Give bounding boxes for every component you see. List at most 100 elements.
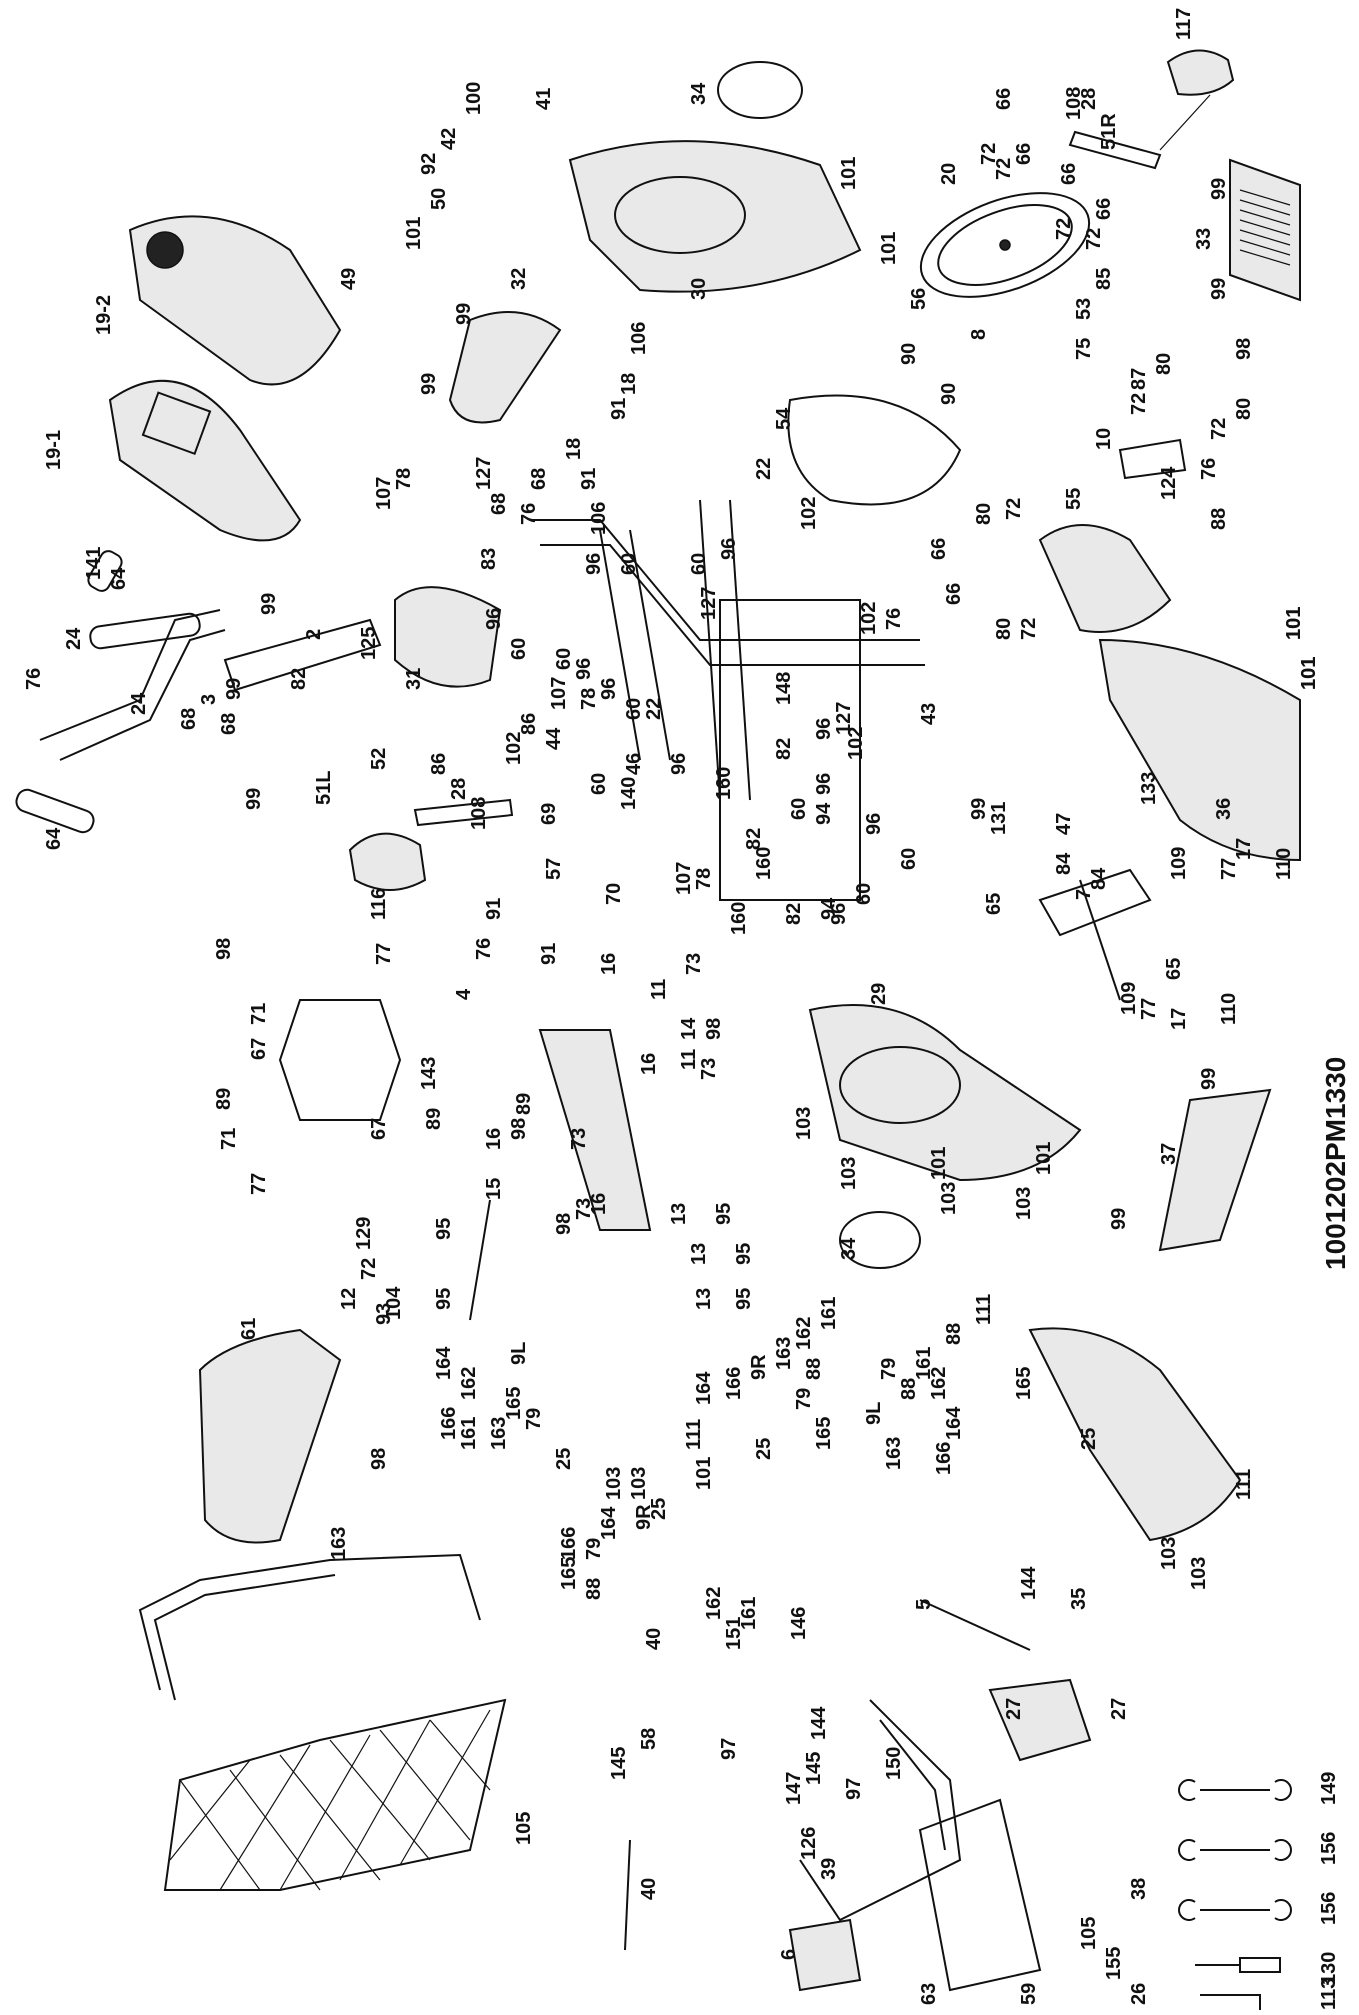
callout-label: 68 — [528, 468, 550, 490]
callout-label: 39 — [818, 1858, 840, 1880]
callout-label: 68 — [178, 708, 200, 730]
callout-label: 78 — [578, 688, 600, 710]
callout-label: 94 — [813, 802, 835, 825]
callout-label: 103 — [628, 1467, 650, 1500]
callout-label: 2 — [303, 629, 325, 640]
callout-label: 96 — [483, 608, 505, 630]
callout-label: 76 — [23, 668, 45, 690]
callout-label: 88 — [898, 1378, 920, 1400]
seat-61 — [198, 1328, 342, 1544]
callout-label: 22 — [753, 458, 775, 480]
callout-label: 116 — [368, 888, 390, 920]
callout-label: 88 — [1208, 508, 1230, 530]
callout-label: 95 — [713, 1203, 735, 1225]
callout-label: 98 — [1233, 338, 1255, 360]
seat-bracket-4 — [278, 999, 402, 1121]
callout-label: 99 — [223, 678, 245, 700]
callout-label: 18 — [563, 438, 585, 460]
callout-label: 13 — [668, 1203, 690, 1225]
callout-label: 145 — [608, 1747, 630, 1780]
flywheel-55 — [1038, 524, 1172, 633]
mesh-63 — [163, 1698, 507, 1891]
callout-label: 110 — [1273, 848, 1295, 880]
callout-label: 95 — [433, 1218, 455, 1240]
callout-label: 22 — [643, 698, 665, 720]
callout-label: 163 — [773, 1337, 795, 1370]
callout-label: 164 — [693, 1371, 715, 1405]
callout-label: 151 — [723, 1617, 745, 1650]
callout-label: 99 — [1108, 1208, 1130, 1230]
callout-label: 148 — [773, 672, 795, 705]
callout-label: 89 — [423, 1108, 445, 1130]
callout-label: 126 — [798, 1827, 820, 1860]
callout-label: 129 — [353, 1217, 375, 1250]
callout-label: 87 — [1128, 368, 1150, 390]
callout-label: 101 — [693, 1457, 715, 1490]
callout-label: 127 — [833, 702, 855, 735]
callout-label: 60 — [588, 773, 610, 795]
callout-label: 106 — [628, 322, 650, 355]
callout-label: 140 — [618, 777, 640, 810]
callout-label: 72 — [1053, 218, 1075, 240]
callout-label: 101 — [928, 1147, 950, 1180]
callout-label: 99 — [1198, 1068, 1220, 1090]
callout-label: 73 — [568, 1128, 590, 1150]
callout-label: 66 — [1013, 143, 1035, 165]
callout-label: 162 — [703, 1587, 725, 1620]
callout-label: 32 — [508, 268, 530, 290]
callout-label: 50 — [428, 188, 450, 210]
callout-label: 99 — [968, 798, 990, 820]
grip-141 — [87, 550, 123, 592]
callout-label: 66 — [943, 583, 965, 605]
callout-label: 47 — [1053, 813, 1075, 835]
callout-label: 113 — [1318, 1978, 1340, 2010]
callout-label: 78 — [693, 868, 715, 890]
callout-label: 101 — [1298, 657, 1320, 690]
callout-label: 79 — [878, 1358, 900, 1380]
callout-label: 9L — [508, 1342, 530, 1365]
callout-label: 127 — [698, 587, 720, 620]
callout-label: 91 — [538, 943, 560, 965]
callout-label: 149 — [1318, 1772, 1340, 1805]
callout-label: 95 — [433, 1288, 455, 1310]
callout-label: 161 — [738, 1597, 760, 1630]
callout-label: 37 — [1158, 1143, 1180, 1165]
callout-label: 98 — [213, 938, 235, 960]
disc-34-top — [717, 61, 803, 119]
part-drawings — [15, 49, 1301, 2010]
callout-label: 91 — [483, 898, 505, 920]
callout-label: 72 — [1128, 393, 1150, 415]
callout-label: 104 — [383, 1286, 405, 1320]
callout-label: 155 — [1103, 1947, 1125, 1980]
callout-label: 95 — [733, 1243, 755, 1265]
callout-label: 4 — [453, 988, 475, 1000]
callout-label: 40 — [638, 1878, 660, 1900]
callout-label: 12 — [338, 1288, 360, 1310]
callout-label: 36 — [1213, 798, 1235, 820]
callout-label: 103 — [1013, 1187, 1035, 1220]
callout-label: 15 — [483, 1178, 505, 1200]
callout-label: 96 — [668, 753, 690, 775]
callout-label: 165 — [1013, 1367, 1035, 1400]
callout-label: 58 — [638, 1728, 660, 1750]
cover-31 — [394, 586, 502, 688]
callout-label: 106 — [588, 502, 610, 535]
callout-label: 111 — [683, 1419, 705, 1450]
callout-label: 60 — [623, 698, 645, 720]
callout-label: 88 — [583, 1578, 605, 1600]
callout-label: 5 — [913, 1599, 935, 1610]
callout-label: 162 — [928, 1367, 950, 1400]
callout-label: 10 — [1093, 428, 1115, 450]
callout-label: 102 — [858, 602, 880, 635]
callout-label: 17 — [1168, 1008, 1190, 1030]
model-number: 1001202PM1330 — [1320, 1057, 1351, 1270]
callout-label: 68 — [488, 493, 510, 515]
callout-label: 64 — [108, 567, 130, 590]
callout-label: 97 — [843, 1778, 865, 1800]
callout-label: 49 — [338, 268, 360, 290]
callout-label: 67 — [368, 1118, 390, 1140]
callout-label: 165 — [503, 1387, 525, 1420]
callout-label: 91 — [608, 398, 630, 420]
callout-label: 146 — [788, 1607, 810, 1640]
callout-label: 46 — [623, 753, 645, 775]
